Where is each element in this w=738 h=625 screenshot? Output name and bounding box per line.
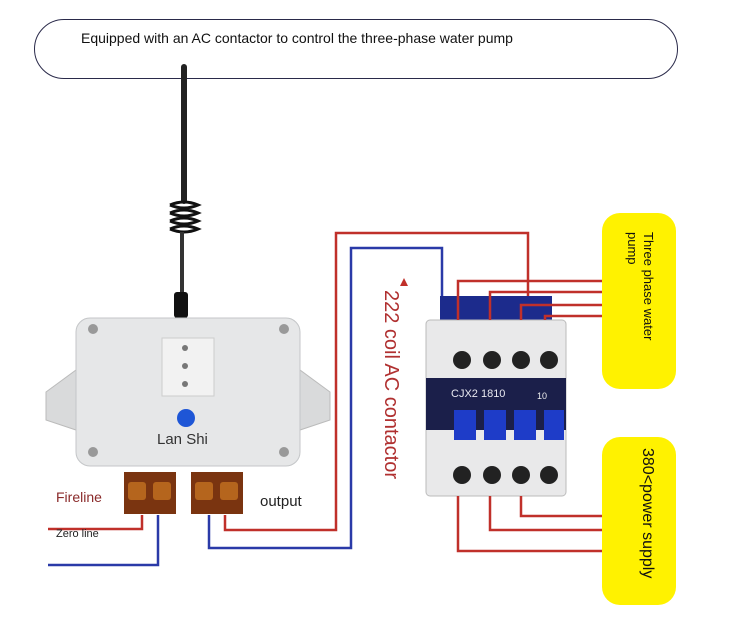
- coil-label: 222 coil AC contactor: [380, 290, 402, 479]
- ac-contactor: [425, 296, 567, 497]
- zeroline-wire: [48, 515, 160, 567]
- power-wire-1: [456, 496, 610, 553]
- banner-text: Equipped with an AC contactor to control…: [81, 30, 513, 46]
- input-terminal-block: [124, 472, 176, 514]
- power-wire-3: [519, 496, 610, 518]
- power-supply-label: 380<power supply: [639, 448, 656, 579]
- zeroline-label: Zero line: [56, 528, 99, 540]
- power-label-highlight: [602, 437, 676, 605]
- pump-label-highlight: [602, 213, 676, 389]
- antenna: [169, 64, 202, 318]
- remote-controller-box: [45, 317, 331, 467]
- fireline-label: Fireline: [56, 489, 102, 505]
- title-banner: Equipped with an AC contactor to control…: [34, 19, 678, 79]
- pump-wire-4: [543, 314, 610, 320]
- contactor-model-label: CJX2 1810: [451, 388, 506, 400]
- power-wire-2: [488, 496, 610, 532]
- brand-label: Lan Shi: [157, 431, 208, 448]
- output-label: output: [260, 493, 302, 510]
- pump-label-line1: Three phase water: [641, 232, 656, 341]
- fireline-wire: [48, 515, 144, 531]
- output-terminal-block: [191, 472, 243, 514]
- pump-wire-1: [456, 279, 610, 320]
- status-led: [177, 409, 195, 427]
- coil-wire-red: [223, 231, 530, 532]
- pump-wire-2: [488, 290, 610, 320]
- pump-label-line2: pump: [625, 232, 640, 265]
- contactor-rating-label: 10: [537, 391, 548, 401]
- pump-wire-3: [519, 303, 610, 320]
- coil-wire-blue: [207, 246, 444, 550]
